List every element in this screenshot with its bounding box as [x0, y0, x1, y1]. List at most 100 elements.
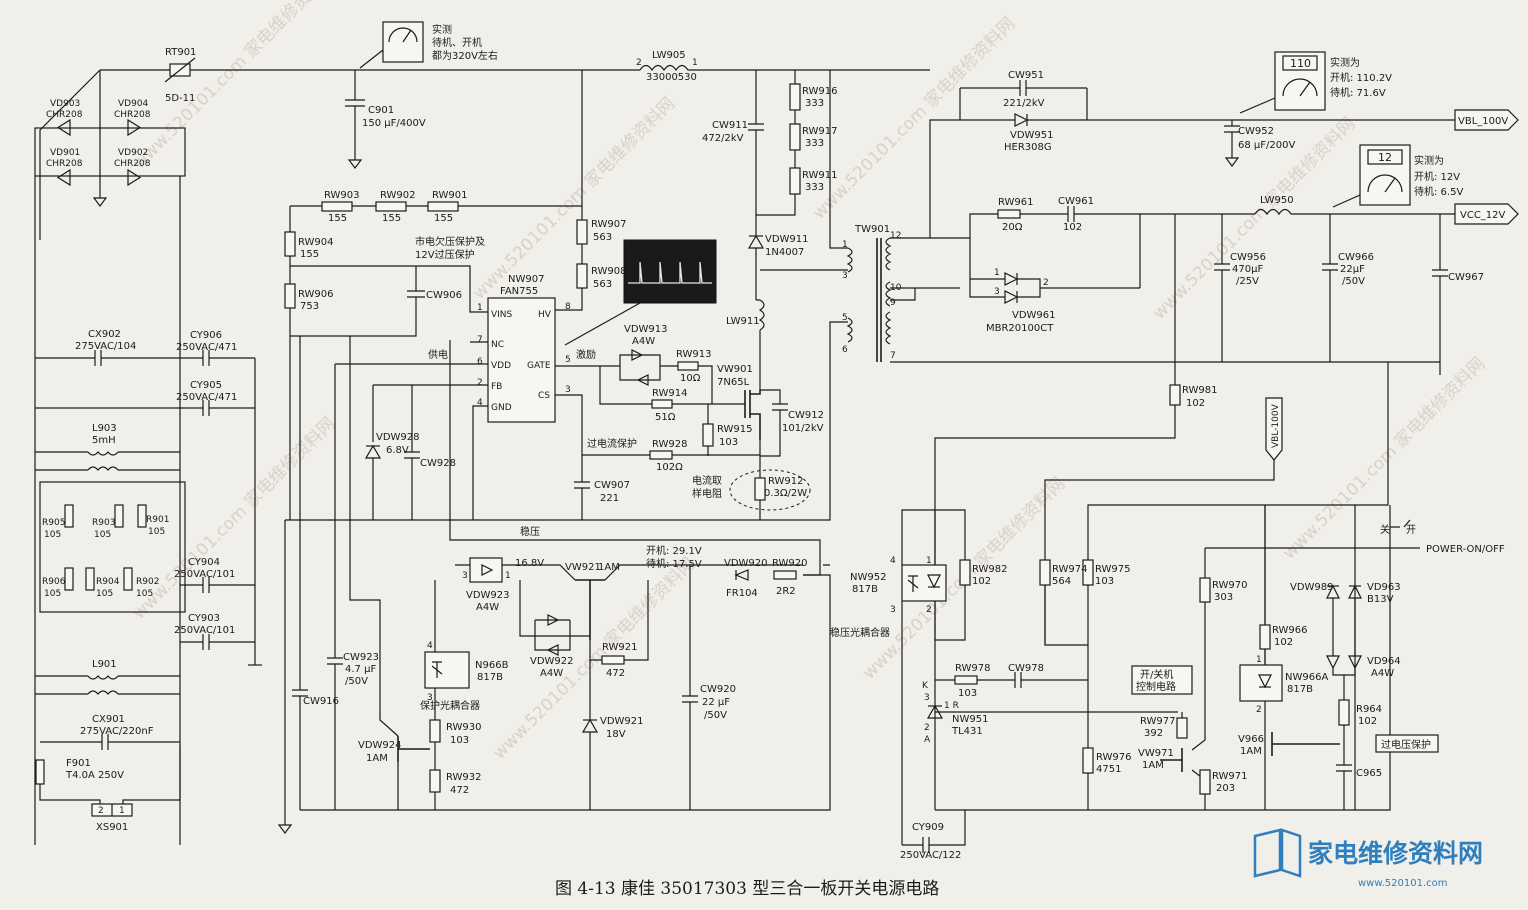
r901-value: 105	[148, 527, 165, 537]
run-label: 开机: 29.1V	[646, 544, 702, 557]
vw901-value: 7N65L	[717, 377, 750, 388]
pin-fb: FB	[491, 382, 502, 392]
cw920-value2: /50V	[704, 710, 727, 721]
svg-text:1: 1	[1256, 655, 1262, 665]
diode-vd904	[127, 118, 142, 137]
vd901-value: CHR208	[46, 159, 83, 169]
opto-reg-label: 稳压光耦合器	[830, 626, 890, 639]
rw930-label: RW930	[446, 722, 482, 733]
cw920-label: CW920	[700, 684, 736, 695]
rw974-value: 564	[1052, 576, 1071, 587]
rw928-value: 102Ω	[656, 462, 683, 473]
cw907-value: 221	[600, 493, 619, 504]
opto-prot-label: 保护光耦合器	[420, 699, 480, 712]
r964-value: 102	[1358, 716, 1377, 727]
regulate-label: 稳压	[520, 525, 540, 538]
vd963-label: VD963	[1367, 582, 1401, 593]
optocoupler-nw966a	[1239, 664, 1283, 702]
nw907-label: NW907	[508, 274, 544, 285]
lw950-label: LW950	[1260, 195, 1294, 206]
vdw922-value: A4W	[540, 668, 563, 679]
rw911-label: RW911	[802, 170, 838, 181]
svg-text:2: 2	[926, 605, 932, 615]
watermark-text: www.520101.com 家电维修资料网	[129, 0, 339, 174]
vdw920-value: FR104	[726, 588, 758, 599]
resistor-rw908	[576, 263, 588, 289]
f901-value: T4.0A 250V	[65, 770, 124, 781]
rw961-label: RW961	[998, 197, 1034, 208]
meter1-line2: 都为320V左右	[432, 49, 498, 62]
f901-label: F901	[66, 758, 91, 769]
resistor-r905	[64, 504, 74, 528]
meter3-reading: 12	[1378, 151, 1392, 164]
pin-nc: NC	[491, 340, 504, 350]
svg-text:1: 1	[505, 571, 511, 581]
rw982-value: 102	[972, 576, 991, 587]
rw915-value: 103	[719, 437, 738, 448]
rw981-value: 102	[1186, 398, 1205, 409]
cw923-label: CW923	[343, 652, 379, 663]
bulk-capacitor-c901: C901 150 μF/400V	[345, 70, 426, 169]
meter1-title: 实测	[432, 23, 452, 36]
rw982-label: RW982	[972, 564, 1008, 575]
cw951-value: 221/2kV	[1003, 98, 1045, 109]
resistor-rw974	[1039, 559, 1051, 586]
rw903-label: RW903	[324, 190, 360, 201]
svg-text:1: 1	[842, 240, 848, 250]
diode-vdw911	[747, 234, 765, 249]
svg-text:4: 4	[427, 641, 433, 651]
r905-label: R905	[42, 518, 65, 528]
tw901-label: TW901	[854, 224, 890, 235]
cw952-value: 68 μF/200V	[1238, 140, 1295, 151]
rw921-label: RW921	[602, 642, 638, 653]
oscilloscope-waveform	[623, 239, 717, 304]
cy904-label: CY904	[188, 557, 220, 568]
vdw922-label: VDW922	[530, 656, 574, 667]
zener-vdw921	[581, 718, 599, 733]
rw971-value: 203	[1216, 783, 1235, 794]
resistor-rw975	[1082, 559, 1094, 586]
l903-value: 5mH	[92, 435, 116, 446]
rw916-label: RW916	[802, 86, 838, 97]
diode-vdw913-b	[636, 374, 649, 386]
ground-symbol	[92, 176, 108, 207]
cy905-value: 250VAC/471	[176, 392, 237, 403]
svg-text:2: 2	[477, 378, 483, 388]
rw916-value: 333	[805, 98, 824, 109]
svg-text:1: 1	[994, 268, 1000, 278]
diode-vd903	[56, 118, 71, 137]
pin-cs: CS	[538, 391, 550, 401]
resistor-rw901	[427, 201, 459, 212]
vw921-label: VW921	[565, 562, 601, 573]
rw904-value: 155	[300, 249, 319, 260]
cx901-value: 275VAC/220nF	[80, 726, 154, 737]
vbl-output-label: VBL_100V	[1458, 116, 1508, 127]
diode-vdw951	[1014, 113, 1029, 127]
vw901-label: VW901	[717, 364, 753, 375]
power-switch-label-box	[1131, 665, 1193, 695]
vbl-tag	[1265, 397, 1283, 461]
rw903-value: 155	[328, 213, 347, 224]
nw966a-value: 817B	[1287, 684, 1313, 695]
l903-label: L903	[92, 423, 117, 434]
sense-label-2: 样电阻	[692, 487, 722, 500]
cx901-label: CX901	[92, 714, 125, 725]
cw916-label: CW916	[303, 696, 339, 707]
cy906-value: 250VAC/471	[176, 342, 237, 353]
svg-text:7: 7	[477, 335, 483, 345]
svg-text:1 R: 1 R	[944, 701, 959, 711]
xs901-pin2: 2	[98, 806, 104, 816]
output-vcc-12v	[1454, 203, 1519, 225]
vdw923-label: VDW923	[466, 590, 510, 601]
power-switch-label-1: 开/关机	[1140, 668, 1173, 681]
cw956-label: CW956	[1230, 252, 1266, 263]
r901-label: R901	[146, 515, 169, 525]
diode-vdw922-a	[547, 614, 560, 626]
r906-value: 105	[44, 589, 61, 599]
diode-vdw923	[469, 557, 503, 583]
cw956-value2: /25V	[1236, 276, 1259, 287]
cw966-value2: /50V	[1342, 276, 1365, 287]
r903-label: R903	[92, 518, 115, 528]
